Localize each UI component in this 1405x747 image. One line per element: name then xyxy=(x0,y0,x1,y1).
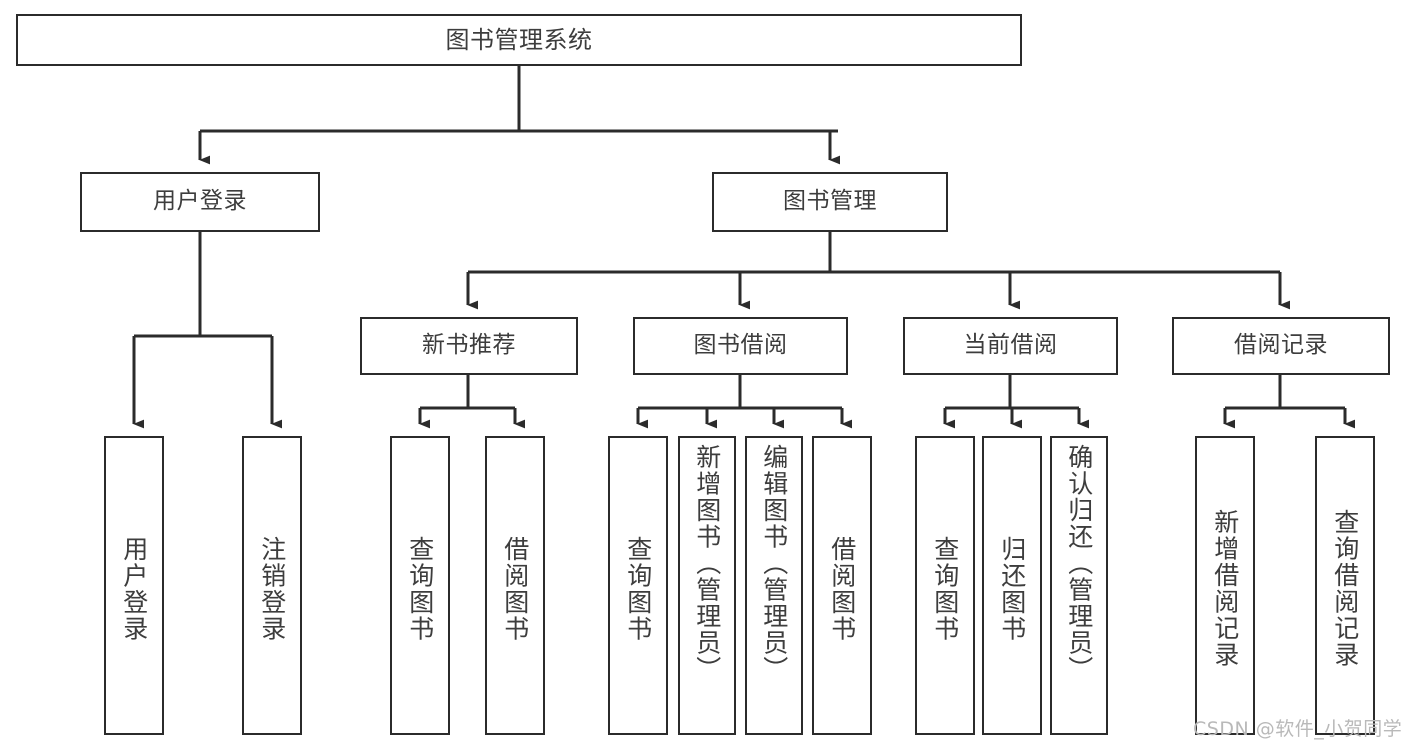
node-leaf-query-book-2[interactable]: 查询图书 xyxy=(608,436,668,735)
node-leaf-query-record[interactable]: 查询借阅记录 xyxy=(1315,436,1375,735)
node-label: 查询借阅记录 xyxy=(1330,509,1360,668)
node-borrow-record[interactable]: 借阅记录 xyxy=(1172,317,1390,375)
node-label: 用户登录 xyxy=(119,535,149,642)
node-user-login[interactable]: 用户登录 xyxy=(80,172,320,232)
node-book-manage[interactable]: 图书管理 xyxy=(712,172,948,232)
node-leaf-borrow-book-2[interactable]: 借阅图书 xyxy=(812,436,872,735)
node-label: 查询图书 xyxy=(623,535,653,642)
node-leaf-logout[interactable]: 注销登录 xyxy=(242,436,302,735)
node-label: 借阅图书 xyxy=(827,535,857,642)
node-label: 用户登录 xyxy=(153,188,247,215)
node-label: 图书管理系统 xyxy=(445,25,593,54)
node-leaf-return-book[interactable]: 归还图书 xyxy=(982,436,1042,735)
node-label: 新增图书（管理员） xyxy=(692,444,722,683)
node-label: 查询图书 xyxy=(930,535,960,642)
node-leaf-edit-book[interactable]: 编辑图书（管理员） xyxy=(745,436,803,735)
node-label: 当前借阅 xyxy=(963,332,1058,359)
node-label: 借阅记录 xyxy=(1234,332,1328,359)
node-root-system[interactable]: 图书管理系统 xyxy=(16,14,1022,66)
node-leaf-borrow-book-1[interactable]: 借阅图书 xyxy=(485,436,545,735)
node-leaf-query-book-3[interactable]: 查询图书 xyxy=(915,436,975,735)
node-label: 归还图书 xyxy=(997,535,1027,642)
node-label: 借阅图书 xyxy=(500,535,530,642)
node-label: 编辑图书（管理员） xyxy=(759,444,789,683)
node-label: 确认归还（管理员） xyxy=(1064,444,1094,683)
node-current-borrow[interactable]: 当前借阅 xyxy=(903,317,1118,375)
node-label: 图书管理 xyxy=(783,188,877,215)
node-label: 新增借阅记录 xyxy=(1210,509,1240,668)
node-leaf-add-book[interactable]: 新增图书（管理员） xyxy=(678,436,736,735)
node-leaf-confirm-return[interactable]: 确认归还（管理员） xyxy=(1050,436,1108,735)
node-label: 注销登录 xyxy=(257,535,287,642)
node-leaf-add-record[interactable]: 新增借阅记录 xyxy=(1195,436,1255,735)
node-new-book-rec[interactable]: 新书推荐 xyxy=(360,317,578,375)
node-leaf-query-book-1[interactable]: 查询图书 xyxy=(390,436,450,735)
node-book-borrow[interactable]: 图书借阅 xyxy=(633,317,848,375)
node-label: 图书借阅 xyxy=(693,332,788,359)
node-leaf-user-login[interactable]: 用户登录 xyxy=(104,436,164,735)
node-label: 查询图书 xyxy=(405,535,435,642)
node-label: 新书推荐 xyxy=(422,332,516,359)
